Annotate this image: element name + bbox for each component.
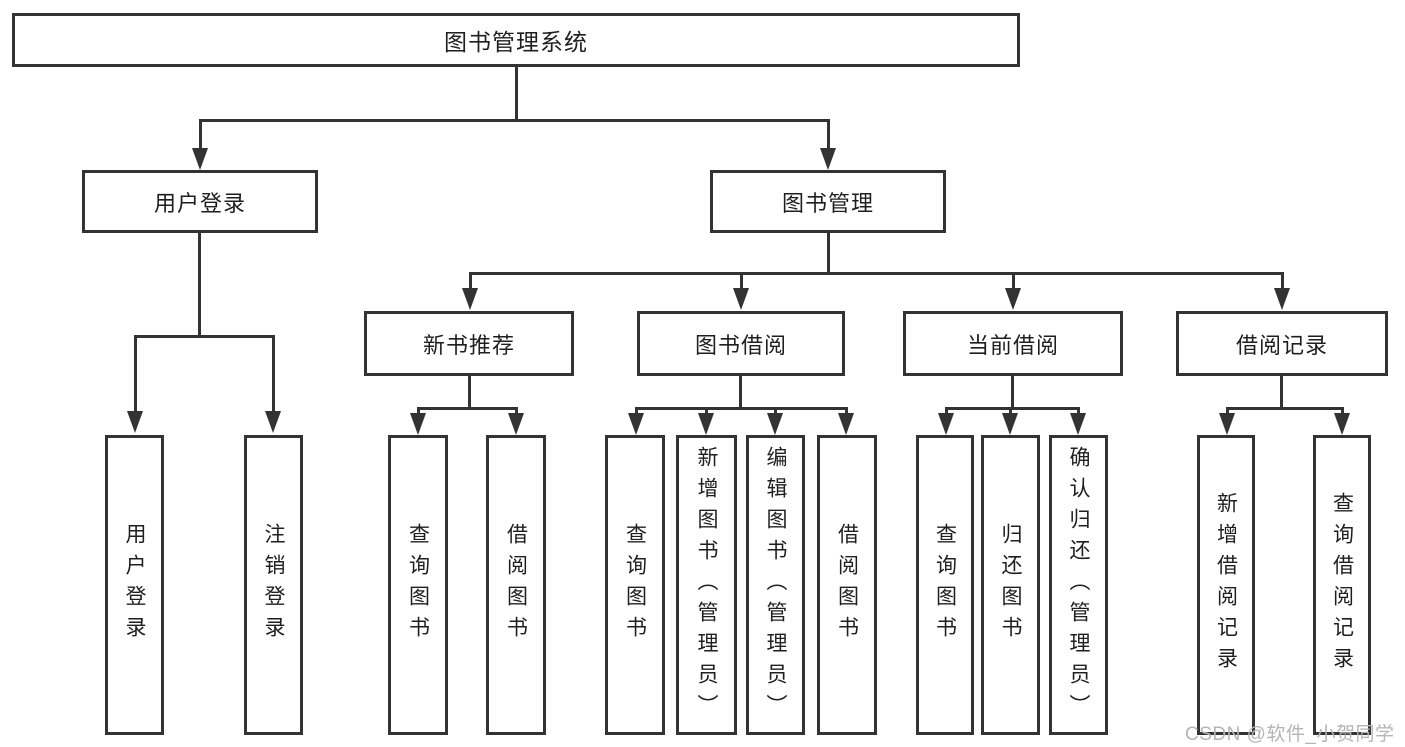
connector-line [1009, 407, 1012, 415]
node-root-label: 图书管理系统 [444, 29, 588, 55]
connector-line [134, 335, 275, 338]
connector-arrow-down [733, 288, 749, 310]
leaf-return-books-label: 归还图书 [999, 523, 1022, 647]
leaf-query-books-borrow-label: 查询图书 [623, 523, 647, 647]
leaf-edit-books-admin: 编辑图书（管理员） [746, 435, 805, 735]
connector-line [1077, 407, 1080, 415]
leaf-query-books-recommend-label: 查询图书 [406, 523, 430, 647]
connector-line [468, 376, 471, 407]
leaf-logout-label: 注销登录 [262, 523, 285, 647]
connector-line [199, 119, 202, 150]
leaf-user-login: 用户登录 [105, 435, 164, 735]
connector-line [1280, 376, 1283, 407]
connector-arrow-down [1005, 288, 1021, 310]
leaf-query-borrow-record: 查询借阅记录 [1313, 435, 1371, 735]
leaf-logout: 注销登录 [244, 435, 303, 735]
node-book-management: 图书管理 [710, 170, 946, 233]
leaf-return-books: 归还图书 [981, 435, 1040, 735]
connector-arrow-down [628, 413, 644, 435]
leaf-query-borrow-record-label: 查询借阅记录 [1330, 492, 1354, 678]
leaf-borrow-books: 借阅图书 [817, 435, 877, 735]
node-book-borrow-label: 图书借阅 [694, 332, 787, 358]
connector-arrow-down [820, 148, 836, 170]
connector-line [515, 407, 518, 415]
connector-line [705, 407, 708, 415]
node-borrow-records-label: 借阅记录 [1235, 332, 1328, 358]
connector-line [635, 407, 847, 410]
connector-line [1011, 376, 1014, 407]
node-borrow-records: 借阅记录 [1176, 311, 1388, 376]
connector-arrow-down [1070, 413, 1086, 435]
leaf-user-login-label: 用户登录 [123, 523, 146, 647]
leaf-confirm-return-admin: 确认归还（管理员） [1049, 435, 1108, 735]
leaf-query-books-borrow: 查询图书 [605, 435, 665, 735]
leaf-edit-books-admin-label: 编辑图书（管理员） [764, 445, 787, 725]
connector-arrow-down [508, 413, 524, 435]
connector-arrow-down [838, 413, 854, 435]
node-user-login-label: 用户登录 [153, 190, 246, 216]
connector-line [739, 376, 742, 407]
leaf-add-borrow-record: 新增借阅记录 [1197, 435, 1255, 735]
leaf-borrow-books-recommend: 借阅图书 [486, 435, 546, 735]
connector-arrow-down [265, 411, 281, 433]
connector-line [945, 407, 948, 415]
connector-arrow-down [767, 413, 783, 435]
node-book-management-label: 图书管理 [781, 190, 874, 216]
leaf-borrow-books-label: 借阅图书 [835, 523, 859, 647]
connector-arrow-down [1002, 413, 1018, 435]
connector-line [417, 407, 420, 415]
leaf-add-borrow-record-label: 新增借阅记录 [1214, 492, 1238, 678]
leaf-query-books-current: 查询图书 [916, 435, 974, 735]
leaf-add-books-admin: 新增图书（管理员） [676, 435, 737, 735]
leaf-confirm-return-admin-label: 确认归还（管理员） [1067, 445, 1090, 725]
connector-arrow-down [462, 288, 478, 310]
node-user-login: 用户登录 [82, 170, 318, 233]
connector-line [945, 407, 1080, 410]
connector-arrow-down [192, 148, 208, 170]
leaf-query-books-current-label: 查询图书 [933, 523, 957, 647]
node-book-borrow: 图书借阅 [637, 311, 845, 376]
connector-line [134, 335, 137, 413]
node-current-borrow: 当前借阅 [903, 311, 1123, 376]
node-new-book-recommend: 新书推荐 [364, 311, 574, 376]
leaf-borrow-books-recommend-label: 借阅图书 [504, 523, 528, 647]
connector-line [199, 119, 830, 122]
connector-arrow-down [698, 413, 714, 435]
connector-line [272, 335, 275, 413]
connector-line [1226, 407, 1343, 410]
connector-arrow-down [1274, 288, 1290, 310]
connector-arrow-down [938, 413, 954, 435]
connector-line [827, 119, 830, 150]
connector-arrow-down [1334, 413, 1350, 435]
connector-arrow-down [410, 413, 426, 435]
leaf-query-books-recommend: 查询图书 [388, 435, 448, 735]
connector-line [469, 272, 472, 290]
connector-line [469, 272, 1283, 275]
csdn-watermark: CSDN @软件_小贺同学 [1185, 724, 1395, 745]
connector-line [515, 67, 518, 119]
connector-line [1226, 407, 1229, 415]
connector-line [774, 407, 777, 415]
connector-line [417, 407, 518, 410]
leaf-add-books-admin-label: 新增图书（管理员） [695, 445, 718, 725]
connector-arrow-down [127, 411, 143, 433]
node-root: 图书管理系统 [12, 13, 1020, 67]
connector-line [1012, 272, 1015, 290]
node-new-book-recommend-label: 新书推荐 [422, 332, 515, 358]
connector-line [1281, 272, 1284, 290]
connector-line [198, 233, 201, 335]
connector-line [845, 407, 848, 415]
connector-line [635, 407, 638, 415]
connector-arrow-down [1219, 413, 1235, 435]
node-current-borrow-label: 当前借阅 [966, 332, 1059, 358]
connector-line [1341, 407, 1344, 415]
connector-line [827, 233, 830, 272]
connector-line [740, 272, 743, 290]
